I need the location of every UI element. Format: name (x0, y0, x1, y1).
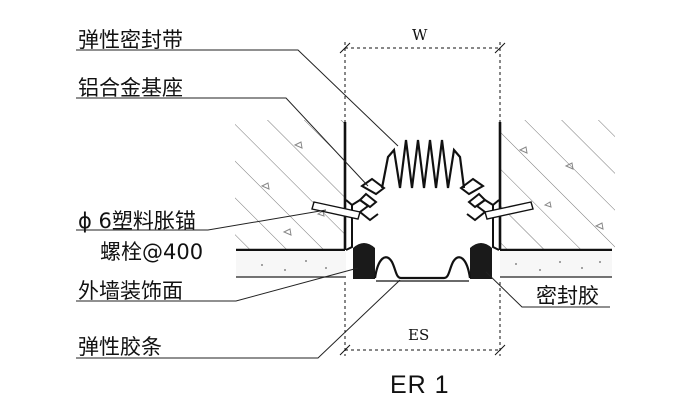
right-wall (500, 120, 615, 250)
caption: ER 1 (390, 371, 450, 399)
dimension-lines (339, 42, 506, 356)
exterior-finish-layer (236, 251, 612, 278)
dimension-es: ES (408, 326, 430, 344)
leader-lines (76, 49, 610, 359)
elastic-seal-strip (380, 139, 466, 189)
aluminum-base (345, 177, 500, 251)
label-anchor-bolt-line1: ϕ 6塑料胀锚 (78, 209, 196, 233)
label-anchor-bolt-line2: 螺栓@400 (100, 240, 204, 264)
label-sealant: 密封胶 (536, 284, 599, 308)
label-elastic-rubber-strip: 弹性胶条 (78, 335, 162, 359)
anchor-bolts (311, 201, 534, 220)
label-elastic-seal-strip: 弹性密封带 (78, 28, 183, 52)
label-aluminum-base: 铝合金基座 (78, 76, 183, 100)
sealant (353, 243, 492, 279)
elastic-rubber-strip (373, 256, 472, 280)
wall-faces (236, 122, 612, 252)
left-wall (235, 120, 345, 250)
label-exterior-finish: 外墙装饰面 (78, 279, 183, 303)
dimension-w: W (412, 26, 428, 44)
